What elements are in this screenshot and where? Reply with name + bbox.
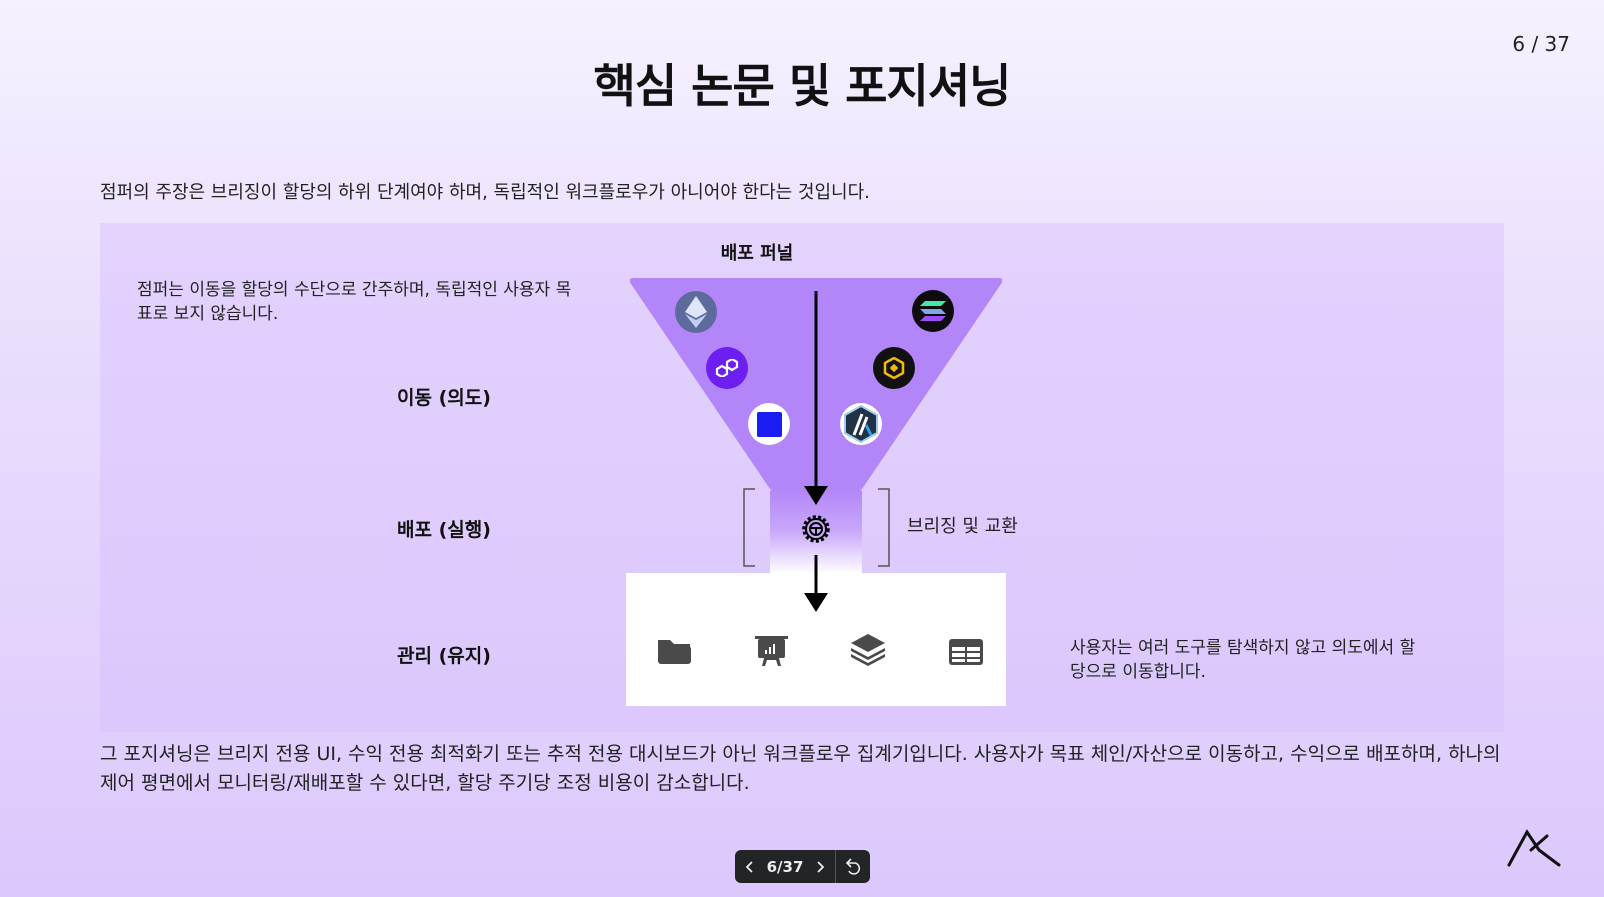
arrow-down-icon [804, 291, 828, 505]
stage-manage: 관리 (유지) [397, 645, 491, 667]
right-bracket [878, 488, 890, 567]
bnb-icon [873, 347, 915, 389]
layers-icon [851, 634, 885, 666]
chevron-right-icon [817, 860, 825, 873]
table-icon [949, 639, 983, 665]
slide-counter: 6 / 37 [1512, 32, 1570, 56]
left-bracket [743, 488, 755, 567]
intro-text: 점퍼의 주장은 브리징이 할당의 하위 단계여야 하며, 독립적인 워크플로우가… [100, 182, 870, 203]
page-indicator: 6/37 [766, 857, 804, 876]
stage-deploy: 배포 (실행) [397, 519, 491, 541]
arbitrum-icon [840, 403, 882, 445]
next-slide-button[interactable] [805, 850, 835, 883]
gear-icon [802, 515, 830, 543]
ethereum-icon [675, 291, 717, 333]
restart-button[interactable] [836, 850, 870, 883]
summary-text: 그 포지셔닝은 브리지 전용 UI, 수익 전용 최적화기 또는 추적 전용 대… [100, 743, 1501, 794]
chevron-left-icon [745, 860, 753, 873]
arrow-down-icon [804, 555, 828, 612]
prev-slide-button[interactable] [735, 850, 765, 883]
funnel-title: 배포 퍼널 [720, 243, 794, 264]
bridge-label: 브리징 및 교환 [907, 516, 1018, 537]
solana-icon [912, 290, 954, 332]
presentation-chart-icon [755, 636, 788, 666]
page-title: 핵심 논문 및 포지셔닝 [593, 59, 1012, 113]
polygon-icon [706, 347, 748, 389]
base-icon [748, 403, 790, 445]
undo-icon [845, 857, 861, 875]
slide-navigation: 6/37 [735, 850, 870, 883]
left-note: 점퍼는 이동을 할당의 수단으로 간주하며, 독립적인 사용자 목표로 보지 않… [137, 280, 572, 324]
folder-icon [658, 640, 691, 664]
brand-logo [1507, 829, 1561, 867]
right-note: 사용자는 여러 도구를 탐색하지 않고 의도에서 할당으로 이동합니다. [1070, 638, 1416, 682]
stage-move: 이동 (의도) [397, 387, 491, 409]
